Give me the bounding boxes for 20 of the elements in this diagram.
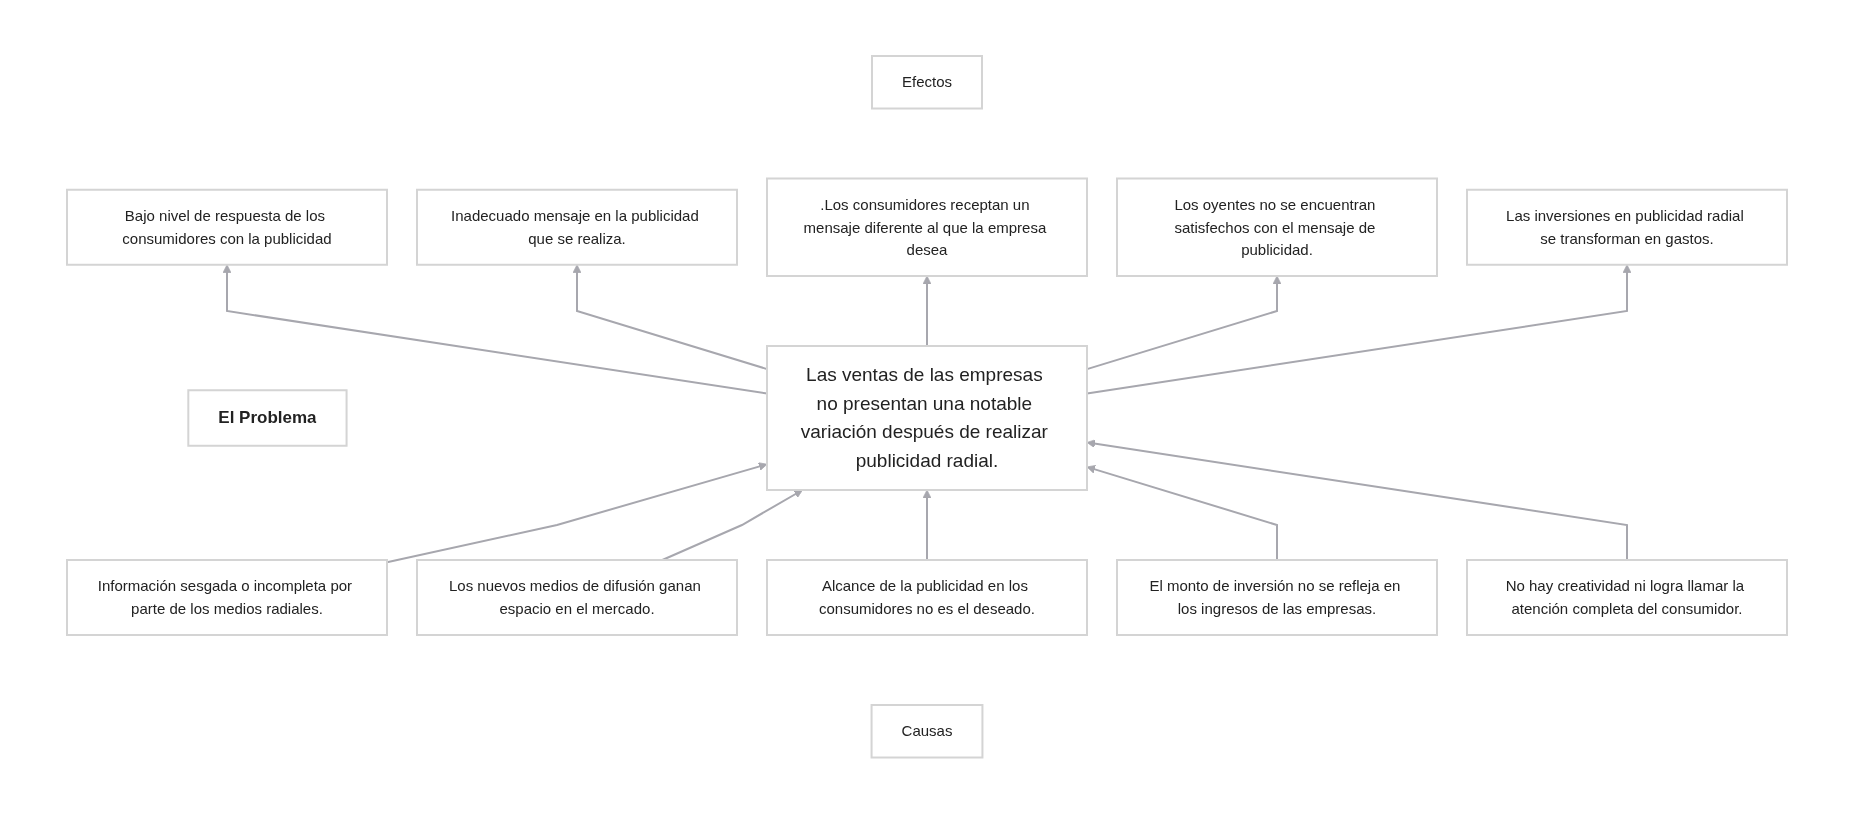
arrow [572, 264, 768, 371]
node-box: Efectos [871, 55, 983, 110]
node-box: Bajo nivel de respuesta de los consumidores con la publicidad [66, 189, 388, 266]
node-box: Los oyentes no se encuentran satisfechos con el mensaje de publicidad. [1116, 177, 1438, 278]
arrow [922, 275, 932, 348]
node-box: El Problema [187, 389, 348, 447]
node-box: Causas [870, 704, 984, 759]
arrow [661, 489, 803, 562]
node-box: No hay creatividad ni logra llamar la atención completa del consumidor. [1466, 559, 1788, 637]
node-box: .Los consumidores receptan un mensaje diferente al que la empresa desea [766, 177, 1088, 278]
node-box: Alcance de la publicidad en los consumidores no es el deseado. [766, 559, 1088, 637]
node-box: Las ventas de las empresas no presentan una notable variación después de realizar publicidad radial. [766, 345, 1088, 492]
arrow [922, 489, 932, 562]
node-box: El monto de inversión no se refleja en los ingresos de las empresas. [1116, 559, 1438, 637]
arrow [222, 264, 768, 395]
node-box: Los nuevos medios de difusión ganan espacio en el mercado. [416, 559, 738, 637]
arrow [386, 462, 768, 564]
node-box: Las inversiones en publicidad radial se transforman en gastos. [1466, 189, 1788, 266]
node-box: Inadecuado mensaje en la publicidad que se realiza. [416, 189, 738, 266]
node-box: Información sesgada o incompleta por parte de los medios radiales. [66, 559, 388, 637]
